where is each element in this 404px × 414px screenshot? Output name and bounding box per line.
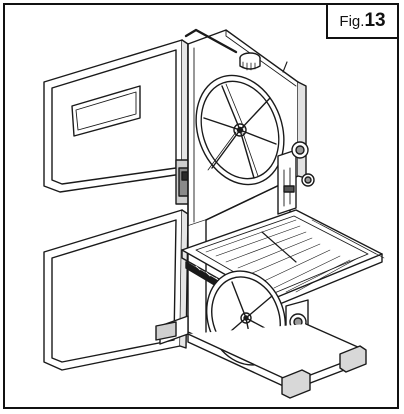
figure-label: Fig.13 bbox=[326, 5, 397, 39]
figure-label-prefix: Fig. bbox=[339, 12, 365, 30]
upper-door bbox=[44, 40, 188, 192]
bracket-line bbox=[186, 30, 236, 52]
saw-base bbox=[156, 316, 366, 398]
lower-door bbox=[44, 210, 188, 370]
upper-wheel bbox=[181, 63, 298, 197]
base-foot-front bbox=[282, 370, 310, 398]
figure-label-number: 13 bbox=[364, 10, 386, 31]
tension-knob bbox=[240, 53, 287, 72]
door-window bbox=[72, 86, 140, 136]
base-foot-right bbox=[340, 346, 366, 372]
upper-side-knobs bbox=[292, 142, 314, 186]
